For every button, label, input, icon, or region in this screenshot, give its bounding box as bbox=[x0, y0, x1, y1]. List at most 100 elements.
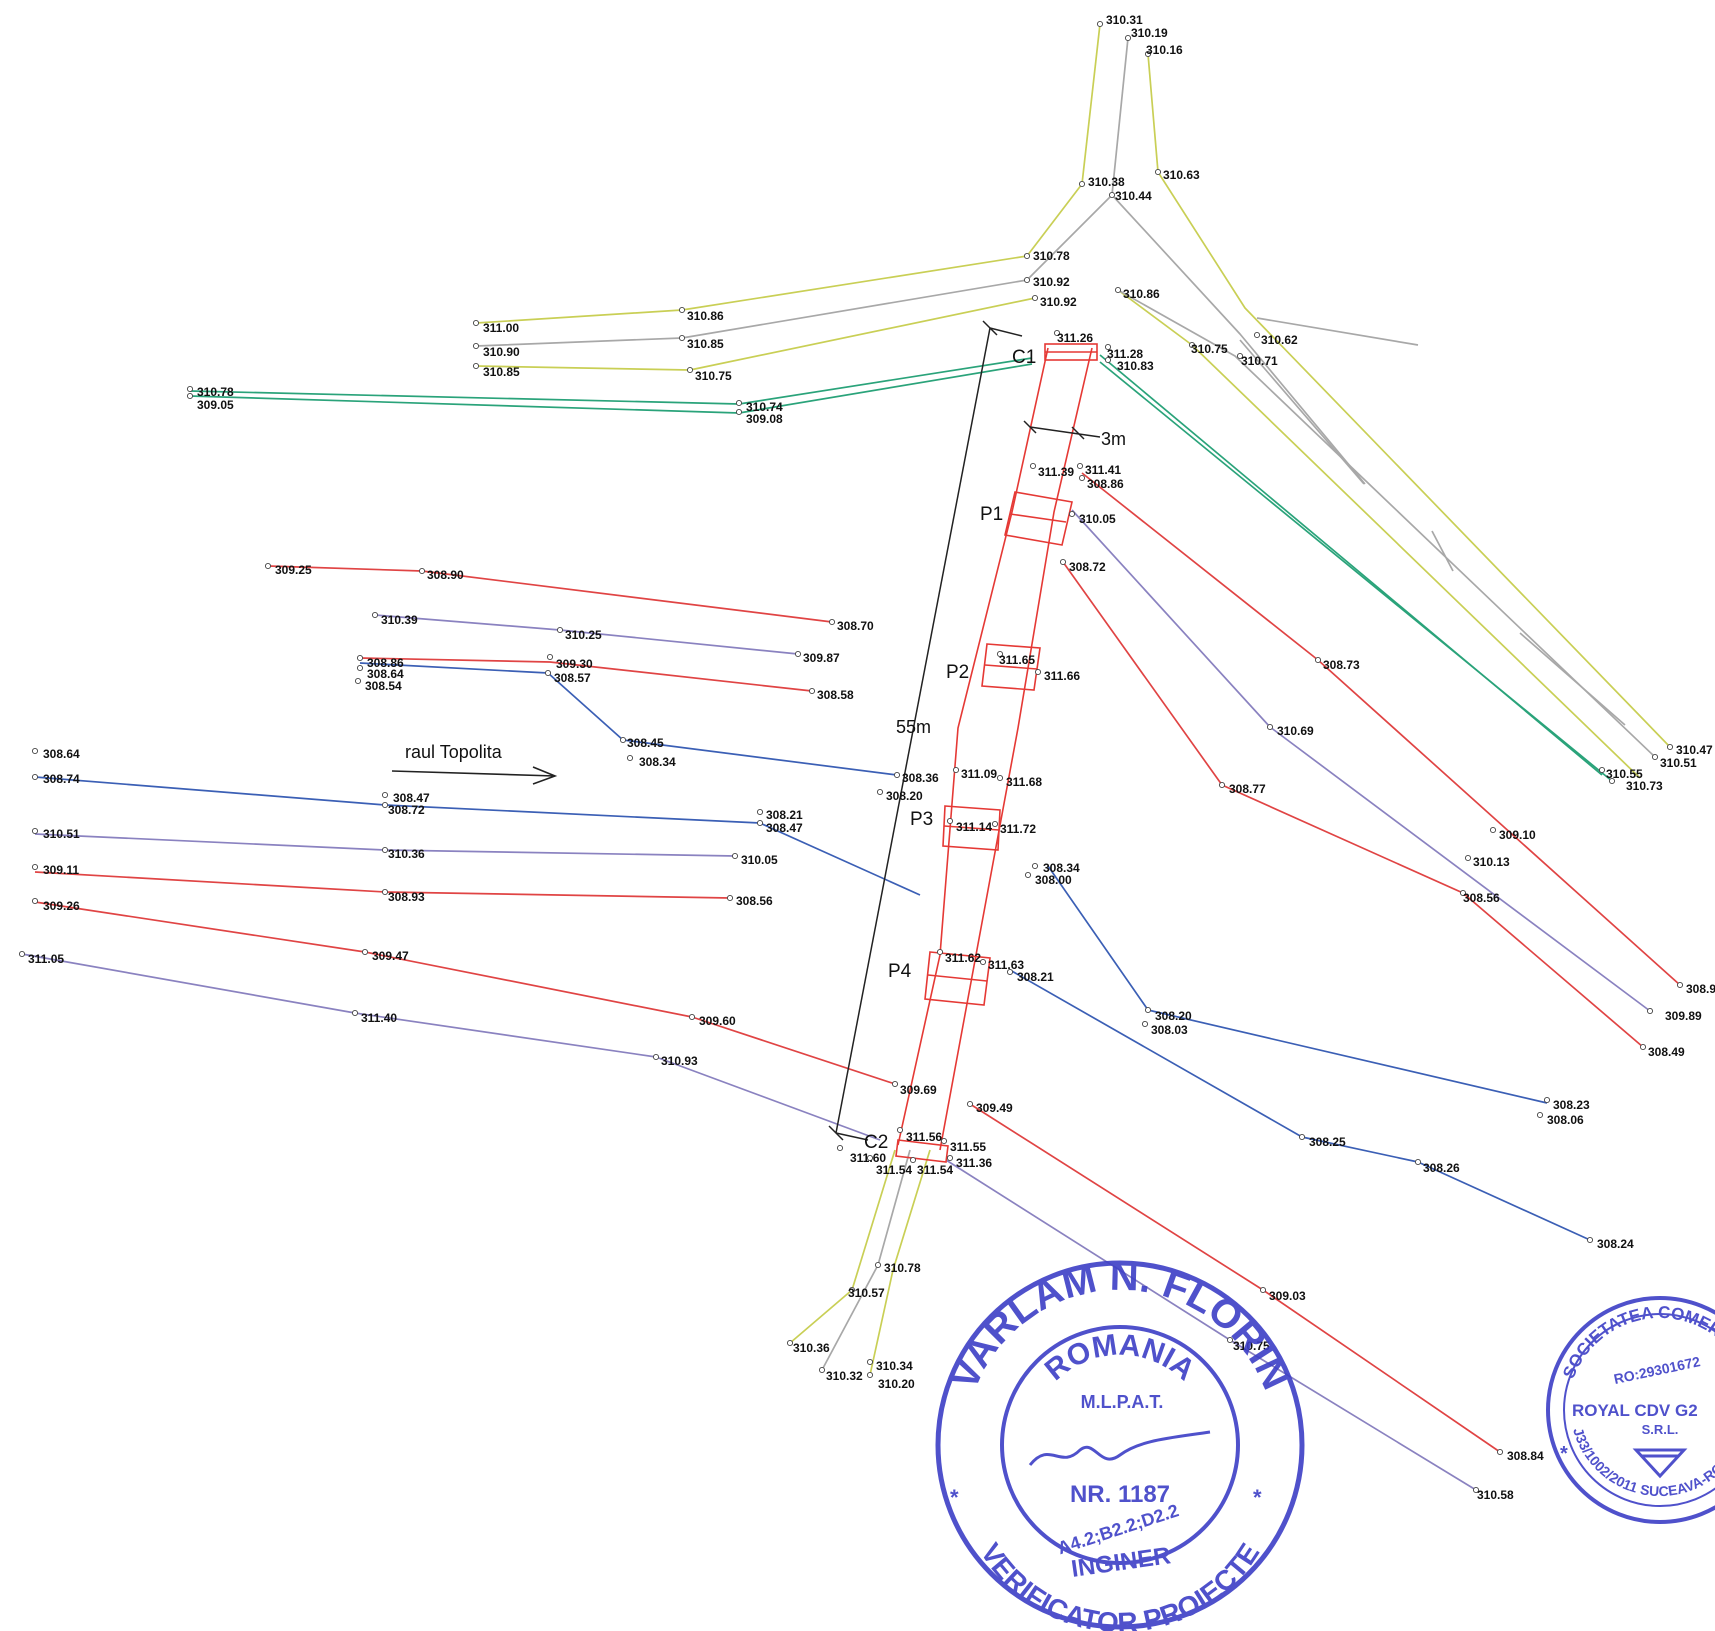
company-stamp-outer-ring bbox=[1546, 1296, 1715, 1524]
label-p2: P2 bbox=[946, 662, 969, 683]
survey-point-marker bbox=[1266, 723, 1274, 731]
elevation-label: 309.69 bbox=[900, 1083, 937, 1097]
survey-point-marker bbox=[678, 334, 686, 342]
elevation-label: 310.38 bbox=[1088, 175, 1125, 189]
survey-point-marker bbox=[472, 362, 480, 370]
elevation-label: 311.40 bbox=[361, 1011, 397, 1025]
survey-point-marker bbox=[1253, 331, 1261, 339]
survey-point-marker bbox=[1034, 668, 1042, 676]
elevation-label: 311.66 bbox=[1044, 669, 1080, 683]
elevation-label: 311.05 bbox=[28, 952, 64, 966]
survey-point-marker bbox=[1639, 1043, 1647, 1051]
elevation-label: 311.55 bbox=[950, 1140, 986, 1154]
label-p3: P3 bbox=[910, 809, 933, 830]
survey-line bbox=[1081, 23, 1101, 185]
stamp-inner-ring bbox=[1000, 1325, 1240, 1565]
survey-point-marker bbox=[678, 306, 686, 314]
river-arrow-head bbox=[532, 766, 558, 785]
company-stamp-inner-ring bbox=[1563, 1313, 1715, 1507]
survey-line bbox=[1147, 53, 1159, 173]
survey-point-marker bbox=[996, 774, 1004, 782]
elevation-label: 308.26 bbox=[1423, 1161, 1460, 1175]
survey-point-marker bbox=[848, 1286, 856, 1294]
stamp-number: NR. 1187 bbox=[1070, 1481, 1170, 1508]
elevation-label: 308.20 bbox=[1155, 1009, 1192, 1023]
elevation-label: 308.64 bbox=[367, 667, 404, 681]
company-stamp-code: RO:29301672 bbox=[1612, 1353, 1702, 1387]
survey-point-marker bbox=[186, 385, 194, 393]
elevation-label: 310.92 bbox=[1040, 295, 1077, 309]
survey-point-marker bbox=[381, 846, 389, 854]
dimension-ext-top bbox=[989, 327, 1023, 337]
elevation-label: 308.36 bbox=[902, 771, 939, 785]
elevation-label: 308.64 bbox=[43, 747, 80, 761]
elevation-label: 310.05 bbox=[741, 853, 778, 867]
elevation-label: 308.25 bbox=[1309, 1135, 1346, 1149]
survey-line bbox=[1256, 317, 1419, 346]
survey-point-marker bbox=[1104, 343, 1112, 351]
survey-point-marker bbox=[1029, 462, 1037, 470]
elevation-label: 308.86 bbox=[367, 656, 404, 670]
elevation-label: 310.58 bbox=[1477, 1488, 1514, 1502]
elevation-label: 310.05 bbox=[1079, 512, 1116, 526]
survey-point-marker bbox=[1586, 1236, 1594, 1244]
elevation-label: 311.41 bbox=[1085, 463, 1121, 477]
elevation-label: 308.56 bbox=[736, 894, 773, 908]
survey-point-marker bbox=[1031, 294, 1039, 302]
elevation-label: 311.65 bbox=[999, 653, 1035, 667]
elevation-label: 308.24 bbox=[1597, 1237, 1634, 1251]
survey-point-marker bbox=[264, 562, 272, 570]
survey-point-marker bbox=[735, 408, 743, 416]
elevation-label: 309.03 bbox=[1269, 1289, 1306, 1303]
survey-point-marker bbox=[544, 669, 552, 677]
survey-point-marker bbox=[1023, 252, 1031, 260]
survey-point-marker bbox=[940, 1137, 948, 1145]
survey-point-marker bbox=[979, 958, 987, 966]
elevation-label: 310.44 bbox=[1115, 189, 1152, 203]
elevation-label: 309.49 bbox=[976, 1101, 1013, 1115]
elevation-label: 309.05 bbox=[197, 398, 234, 412]
elevation-label: 308.54 bbox=[365, 679, 402, 693]
survey-point-marker bbox=[1059, 558, 1067, 566]
elevation-label: 310.32 bbox=[826, 1369, 863, 1383]
survey-point-marker bbox=[619, 736, 627, 744]
survey-point-marker bbox=[688, 1013, 696, 1021]
survey-point-marker bbox=[1144, 1006, 1152, 1014]
elevation-label: 310.78 bbox=[884, 1261, 921, 1275]
elevation-label: 310.83 bbox=[1117, 359, 1154, 373]
survey-point-marker bbox=[652, 1053, 660, 1061]
engineer-stamp: VARLAM N. FLORIN VERIFICATOR PROIECTE RO… bbox=[935, 1255, 1305, 1631]
survey-point-marker bbox=[1464, 854, 1472, 862]
survey-line bbox=[34, 901, 896, 1085]
elevation-label: 310.55 bbox=[1606, 767, 1643, 781]
survey-point-marker bbox=[909, 1156, 917, 1164]
survey-point-marker bbox=[966, 1100, 974, 1108]
survey-point-marker bbox=[31, 773, 39, 781]
dimension-tick-left bbox=[1023, 420, 1037, 434]
survey-point-marker bbox=[756, 808, 764, 816]
abutment-c2-box bbox=[895, 1139, 949, 1163]
elevation-label: 308.21 bbox=[766, 808, 803, 822]
survey-point-marker bbox=[1154, 168, 1162, 176]
label-c2: C2 bbox=[864, 1132, 888, 1153]
survey-point-marker bbox=[1218, 781, 1226, 789]
stamp-signature bbox=[1028, 1430, 1211, 1466]
survey-point-marker bbox=[354, 677, 362, 685]
survey-point-marker bbox=[186, 392, 194, 400]
elevation-label: 311.62 bbox=[945, 951, 981, 965]
survey-point-marker bbox=[1006, 968, 1014, 976]
elevation-label: 308.47 bbox=[393, 791, 430, 805]
survey-line bbox=[1111, 37, 1129, 196]
elevation-label: 308.74 bbox=[43, 772, 80, 786]
survey-point-marker bbox=[946, 817, 954, 825]
survey-point-marker bbox=[936, 948, 944, 956]
elevation-label: 310.86 bbox=[687, 309, 724, 323]
elevation-label: 308.58 bbox=[817, 688, 854, 702]
survey-point-marker bbox=[18, 950, 26, 958]
dimension-line-length bbox=[835, 327, 991, 1134]
elevation-label: 310.75 bbox=[695, 369, 732, 383]
label-p4: P4 bbox=[888, 961, 912, 982]
survey-point-marker bbox=[1078, 180, 1086, 188]
bridge-outline-left bbox=[897, 347, 1049, 1146]
